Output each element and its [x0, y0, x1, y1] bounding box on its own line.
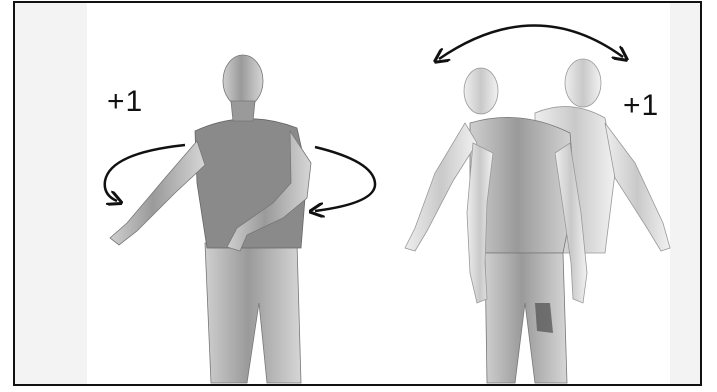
- left-rotation-label: +1: [107, 85, 143, 119]
- right-swing-label: +1: [623, 89, 659, 123]
- left-rotation-arrow-right: [315, 147, 375, 211]
- illustration: [15, 3, 702, 386]
- right-swing-arrow: [439, 25, 623, 59]
- figure-frame: +1 +1: [13, 1, 702, 386]
